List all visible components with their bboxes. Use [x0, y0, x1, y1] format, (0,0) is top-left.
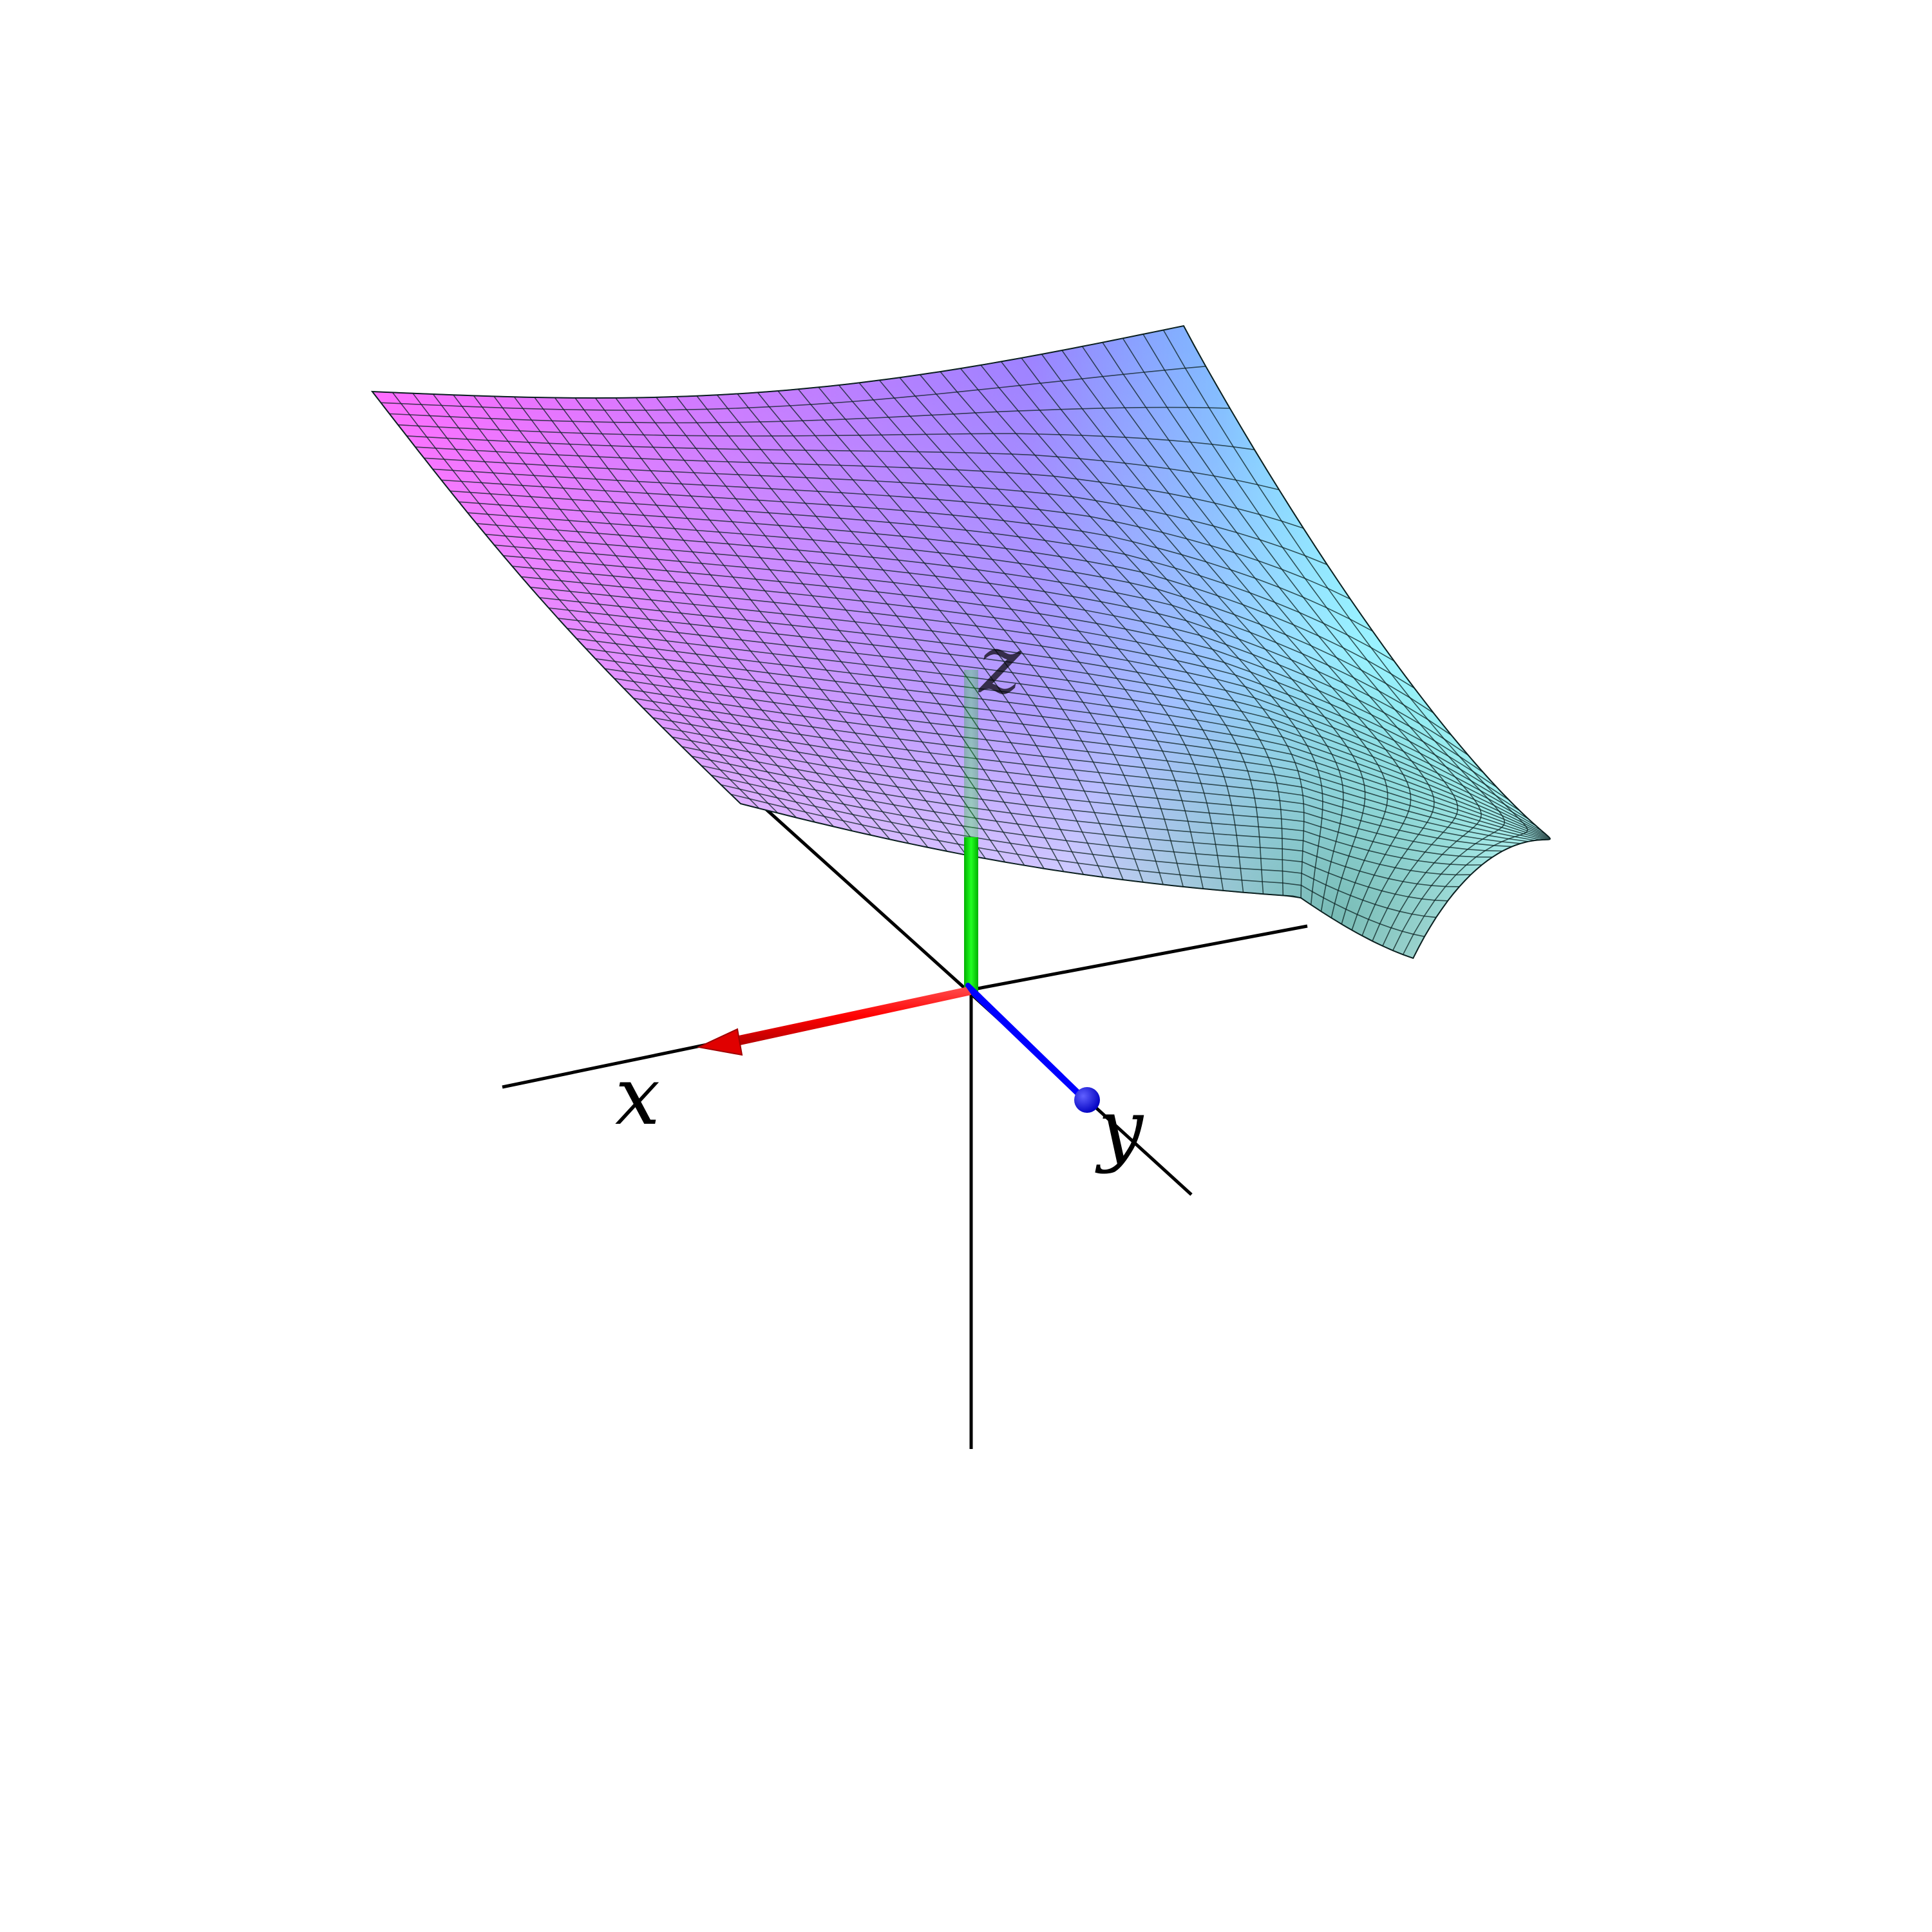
- mesh-line-v: [721, 784, 1437, 918]
- mesh-line-v: [468, 512, 1434, 714]
- mesh-line-v: [441, 479, 1373, 632]
- mesh-line-v: [730, 793, 1425, 938]
- y-vector-ball: [1074, 1087, 1100, 1113]
- z-vector-shaft: [964, 837, 978, 992]
- y-axis-back-line: [759, 802, 969, 992]
- mesh-line-v: [494, 544, 1484, 773]
- mesh-line-v: [623, 688, 1535, 841]
- x-vector-shaft: [733, 986, 971, 1046]
- mesh-line-v: [512, 565, 1510, 800]
- mesh-line-v: [614, 677, 1541, 840]
- mesh-line-v: [424, 457, 1328, 565]
- z-vector: [964, 670, 978, 992]
- mesh-line-v: [595, 658, 1548, 840]
- mesh-line-v: [681, 746, 1482, 866]
- mesh-line-v: [633, 697, 1529, 842]
- x-axis-back-line: [967, 924, 1308, 992]
- y-vector: [965, 983, 1100, 1113]
- mesh-line-v: [643, 707, 1521, 844]
- x-axis-label: x: [615, 1050, 660, 1143]
- x-vector-arrowhead: [696, 1028, 743, 1056]
- x-vector: [696, 986, 971, 1056]
- mesh-line-v: [548, 607, 1542, 831]
- mesh-line-v: [476, 523, 1452, 736]
- mesh-line-v: [539, 597, 1537, 826]
- mesh-line-v: [450, 490, 1395, 661]
- mesh-line-v: [521, 576, 1520, 811]
- mesh-line-v: [701, 765, 1460, 887]
- mesh-line-v: [415, 446, 1304, 529]
- z-vector-hidden-part: [964, 670, 978, 837]
- y-axis-label: y: [1095, 1083, 1144, 1175]
- mesh-line-v: [432, 468, 1351, 600]
- mesh-line-v: [485, 533, 1469, 756]
- mesh-line-v: [406, 435, 1280, 491]
- mesh-line-v: [381, 366, 1206, 411]
- mesh-line-v: [672, 736, 1493, 858]
- mesh-line-v: [576, 638, 1551, 839]
- mesh-line-v: [567, 628, 1549, 838]
- mesh-line-v: [459, 501, 1415, 689]
- mesh-line-v: [604, 668, 1546, 840]
- mesh-line-v: [389, 406, 1230, 424]
- mesh-line-v: [503, 555, 1497, 788]
- mesh-line-v: [652, 717, 1512, 848]
- mesh-line-v: [530, 587, 1530, 820]
- mesh-line-v: [585, 648, 1550, 840]
- z-axis-label: z: [978, 619, 1021, 712]
- mesh-line-v: [662, 726, 1503, 852]
- mesh-line-v: [398, 424, 1255, 451]
- surface-outline: [370, 325, 1551, 960]
- surface-mesh: [372, 325, 1551, 959]
- mesh-line-v: [691, 755, 1471, 876]
- mesh-line-v: [711, 774, 1448, 902]
- y-vector-shaft: [965, 983, 1092, 1108]
- mesh-line-v: [558, 618, 1547, 835]
